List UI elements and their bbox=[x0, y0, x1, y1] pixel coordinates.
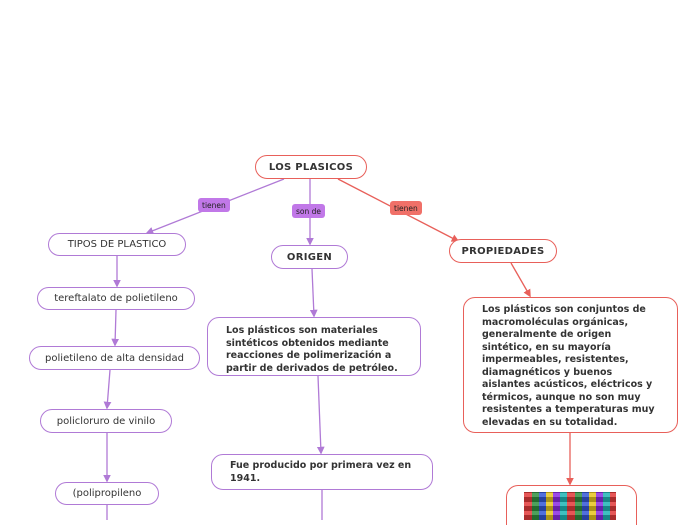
edge-origen-text1 bbox=[309, 268, 318, 318]
edge-2-3 bbox=[103, 369, 112, 410]
origen-text-1[interactable]: Los plásticos son materiales sintéticos … bbox=[207, 317, 421, 376]
tipo-item-2[interactable]: polietileno de alta densidad bbox=[29, 346, 200, 370]
propiedades-text[interactable]: Los plásticos son conjuntos de macromolé… bbox=[463, 297, 678, 433]
tipo-item-1[interactable]: tereftalato de polietileno bbox=[37, 287, 195, 310]
plastic-image bbox=[524, 492, 616, 520]
edge-label-son-de: son de bbox=[292, 204, 326, 218]
tipos-node[interactable]: TIPOS DE PLASTICO bbox=[48, 233, 186, 256]
origen-text-2[interactable]: Fue producido por primera vez en 1941. bbox=[211, 454, 433, 490]
edge-1-2 bbox=[111, 309, 120, 347]
tipo-item-4[interactable]: (polipropileno bbox=[55, 482, 159, 505]
edge-label-tienen-right: tienen bbox=[390, 201, 422, 215]
edge-label-tienen-left: tienen bbox=[198, 198, 230, 212]
propiedades-node[interactable]: PROPIEDADES bbox=[449, 239, 557, 263]
edge-prop-text bbox=[510, 262, 531, 298]
tipo-item-3[interactable]: policloruro de vinilo bbox=[40, 409, 172, 433]
root-node[interactable]: LOS PLASICOS bbox=[255, 155, 367, 179]
edge-text1-text2 bbox=[316, 375, 325, 455]
origen-node[interactable]: ORIGEN bbox=[271, 245, 348, 269]
